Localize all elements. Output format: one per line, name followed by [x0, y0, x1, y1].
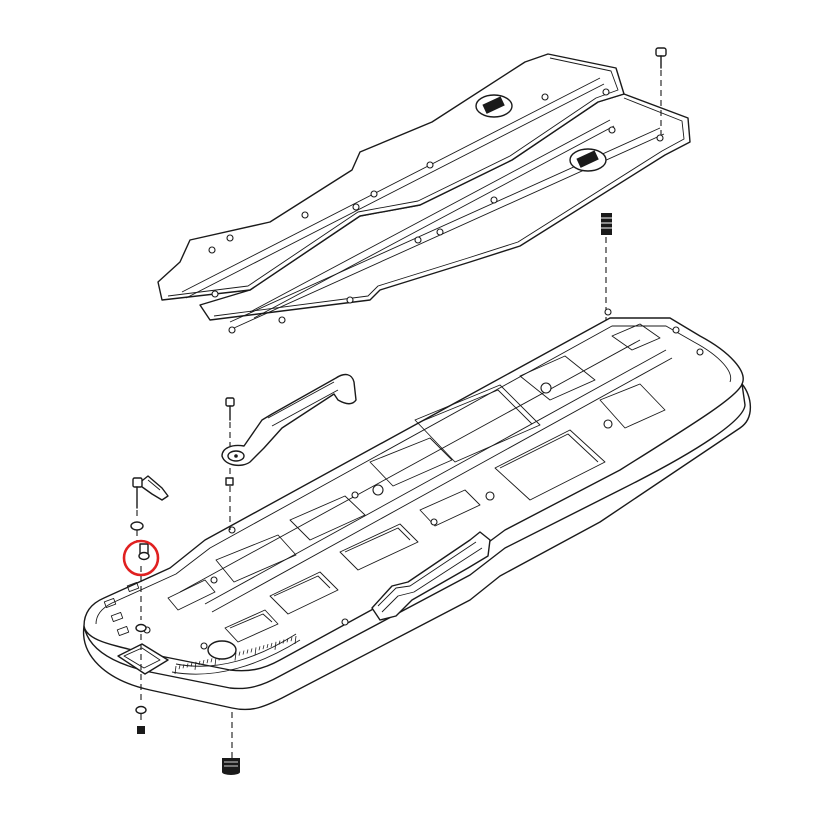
scale-tick: [194, 661, 197, 670]
scale-tick: [174, 665, 177, 675]
locking-knob: [137, 475, 169, 501]
scale-tick: [282, 639, 285, 644]
scale-tick: [270, 642, 273, 648]
lever-arm: [221, 373, 357, 467]
top-right-screw: [655, 47, 667, 135]
scale-tick: [258, 646, 261, 651]
scale-tick: [238, 651, 241, 656]
scale-tick: [278, 640, 281, 645]
left-bolt: [130, 477, 144, 542]
scale-tick: [234, 652, 237, 661]
scale-tick: [286, 638, 289, 643]
base-side-handle: [371, 531, 491, 621]
scale-tick: [294, 635, 297, 645]
scale-tick: [246, 649, 249, 654]
scale-tick: [190, 662, 193, 667]
scale-tick: [202, 659, 205, 665]
scale-tick: [290, 637, 293, 642]
bottom-left-nut: [135, 705, 147, 734]
base-plate: [82, 308, 752, 711]
highlight-circle: [122, 539, 160, 577]
scale-tick: [262, 645, 265, 650]
lever-screw: [225, 397, 235, 530]
top-plate-assembly: [157, 53, 691, 334]
scale-tick: [198, 660, 201, 666]
front-grip: [117, 643, 169, 675]
highlighted-washer-part: [122, 539, 160, 700]
scale-tick: [266, 643, 269, 649]
scale-tick: [242, 650, 245, 655]
base-windows: [167, 323, 666, 643]
scale-tick: [182, 664, 185, 669]
scale-tick: [210, 658, 213, 663]
scale-tick: [250, 648, 253, 653]
top-plate-holes: [208, 88, 664, 334]
scale-tick: [254, 647, 257, 656]
scale-tick: [186, 663, 189, 668]
scale-tick: [206, 659, 209, 664]
scale-tick: [274, 641, 277, 650]
scale-tick: [178, 665, 181, 670]
base-holes: [143, 308, 704, 650]
bottom-foot-screw: [222, 712, 240, 775]
angle-scale: [103, 582, 301, 675]
